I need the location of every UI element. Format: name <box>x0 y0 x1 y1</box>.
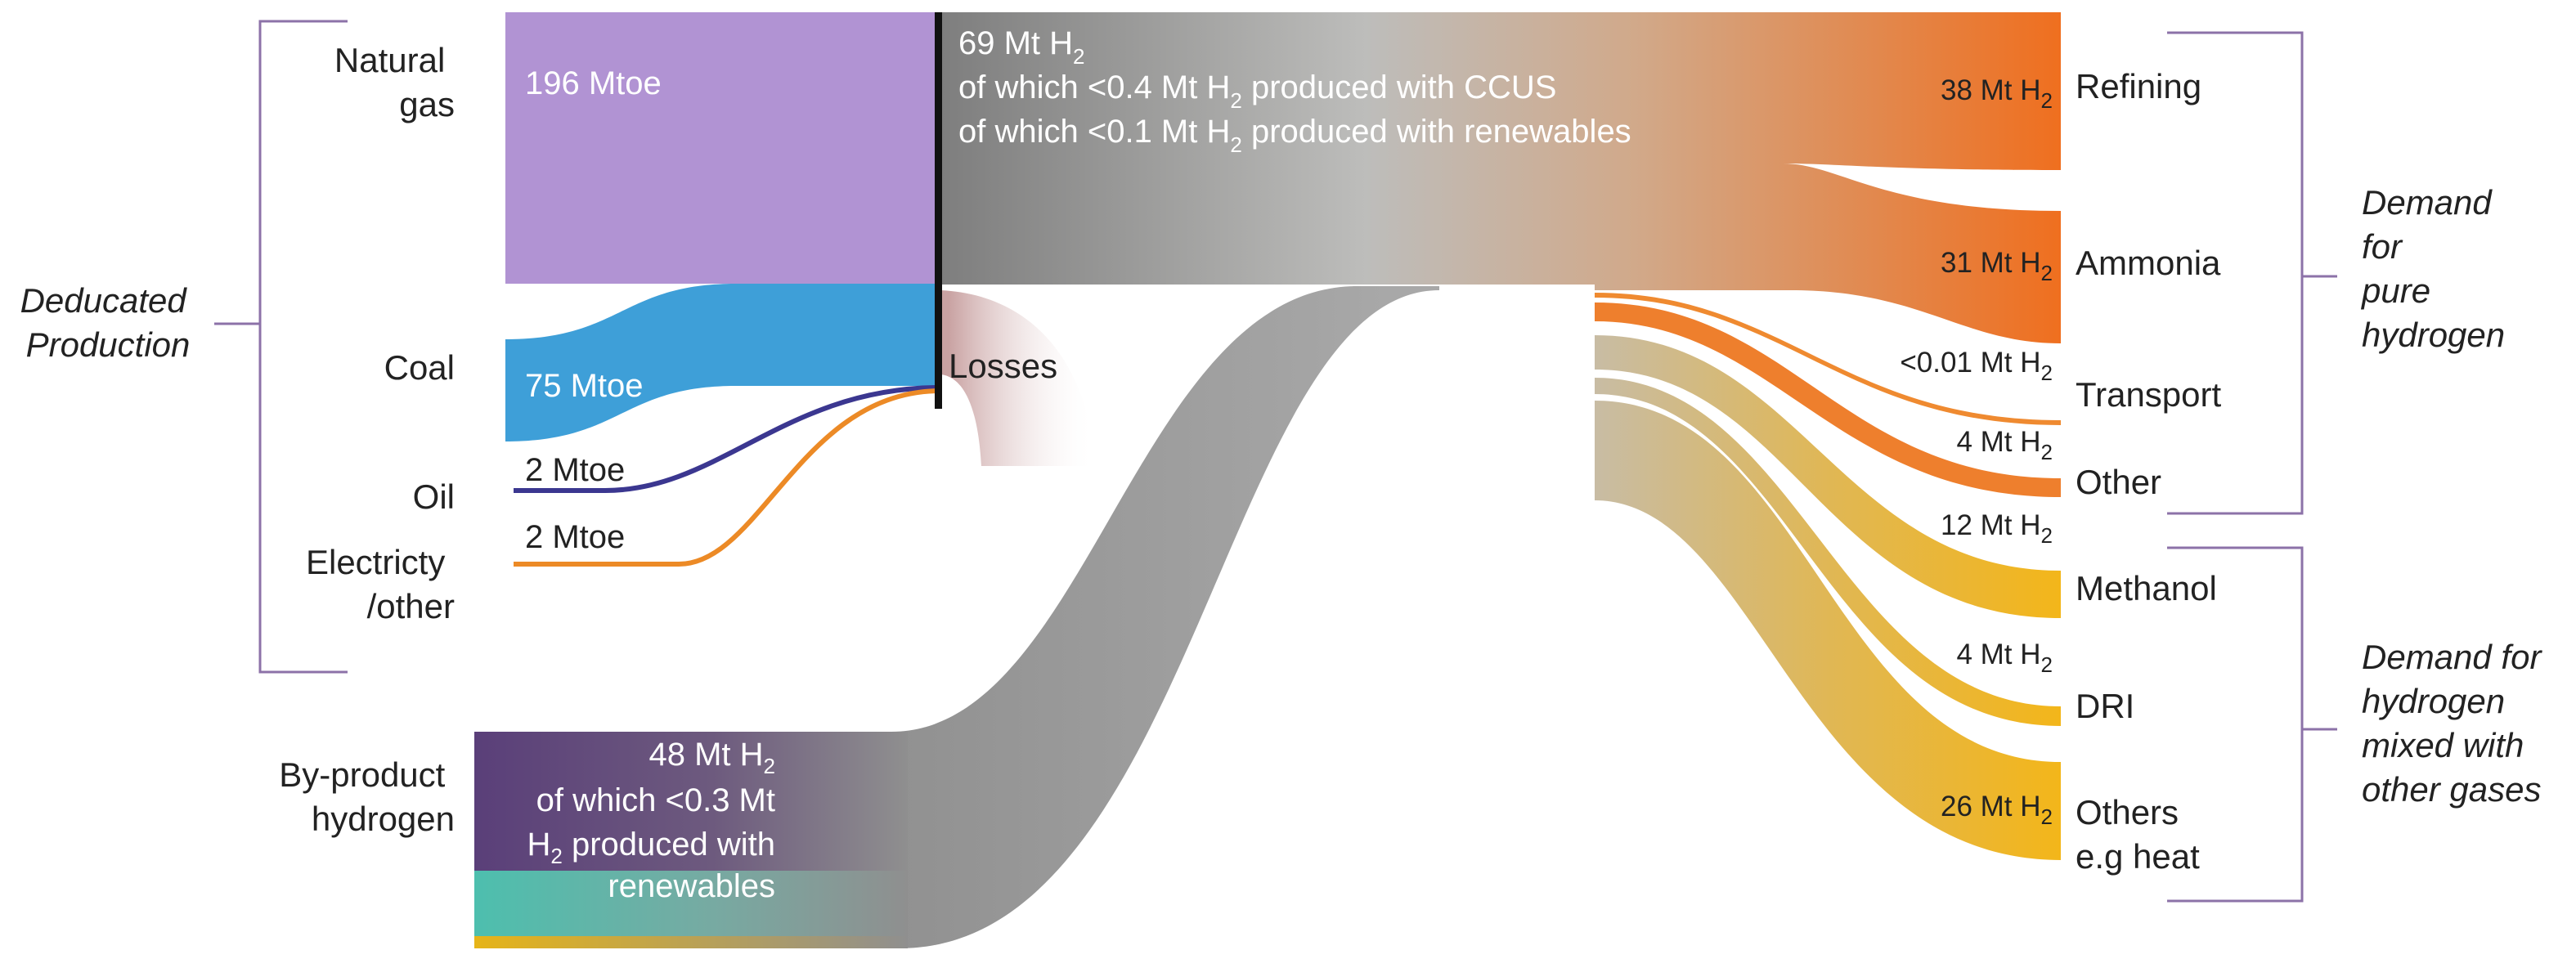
coal-flow <box>505 284 940 441</box>
methanol-branch <box>1595 335 2061 618</box>
pure-demand-bracket <box>2167 31 2337 515</box>
electricity-label: Electricty /other <box>306 543 455 625</box>
losses-flow <box>940 290 1096 466</box>
others-heat-value: 26 Mt H2 <box>1941 791 2053 829</box>
dri-branch <box>1595 378 2061 726</box>
other-branch <box>1595 302 2061 497</box>
byproduct-value: 48 Mt H2 <box>648 737 775 778</box>
natural-gas-flow <box>505 12 940 284</box>
byproduct-band-mid <box>474 871 908 936</box>
electricity-value: 2 Mtoe <box>525 519 625 555</box>
other-label: Other <box>2076 463 2161 501</box>
transport-label: Transport <box>2076 375 2222 414</box>
refining-label: Refining <box>2076 67 2201 105</box>
ccus-note: of which <0.4 Mt H2 produced with CCUS <box>958 69 1556 113</box>
natural-gas-value: 196 Mtoe <box>525 65 662 101</box>
losses-label: Losses <box>949 347 1057 385</box>
dedicated-production-label: Deducated Production <box>20 281 196 364</box>
pure-hydrogen-demand-label: Demand for pure hydrogen <box>2360 183 2505 354</box>
byproduct-merge-flow <box>891 286 1439 948</box>
byproduct-label: By-product hydrogen <box>279 755 455 838</box>
other-value: 4 Mt H2 <box>1956 426 2053 464</box>
main-hydrogen-flow <box>940 12 2061 343</box>
dri-label: DRI <box>2076 687 2134 725</box>
others-heat-branch <box>1595 401 2061 860</box>
byproduct-band-bottom <box>474 936 908 948</box>
renewables-note: of which <0.1 Mt H2 produced with renewa… <box>958 114 1631 157</box>
mixed-gases-demand-label: Demand for hydrogen mixed with other gas… <box>2362 638 2551 809</box>
oil-flow <box>514 385 941 493</box>
oil-value: 2 Mtoe <box>525 452 625 488</box>
methanol-label: Methanol <box>2076 569 2217 607</box>
total-hydrogen-value: 69 Mt H2 <box>958 25 1085 69</box>
byproduct-line2: of which <0.3 Mt <box>536 782 775 818</box>
refining-value: 38 Mt H2 <box>1941 74 2053 113</box>
electricity-flow <box>514 388 941 567</box>
ammonia-value: 31 Mt H2 <box>1941 247 2053 285</box>
coal-label: Coal <box>384 348 455 387</box>
dri-value: 4 Mt H2 <box>1956 639 2053 677</box>
dedicated-production-bracket <box>214 20 348 674</box>
natural-gas-label: Natural gas <box>334 41 455 123</box>
transport-value: <0.01 Mt H2 <box>1900 347 2053 385</box>
oil-label: Oil <box>413 477 455 516</box>
others-heat-label: Others e.g heat <box>2076 793 2200 876</box>
byproduct-line4: renewables <box>608 868 775 904</box>
ammonia-label: Ammonia <box>2076 244 2221 282</box>
conversion-divider <box>935 12 942 409</box>
mixed-demand-bracket <box>2167 546 2337 903</box>
coal-value: 75 Mtoe <box>525 368 644 404</box>
methanol-value: 12 Mt H2 <box>1941 509 2053 548</box>
byproduct-line3: H2 produced with <box>527 827 775 868</box>
byproduct-band-top <box>474 732 908 871</box>
